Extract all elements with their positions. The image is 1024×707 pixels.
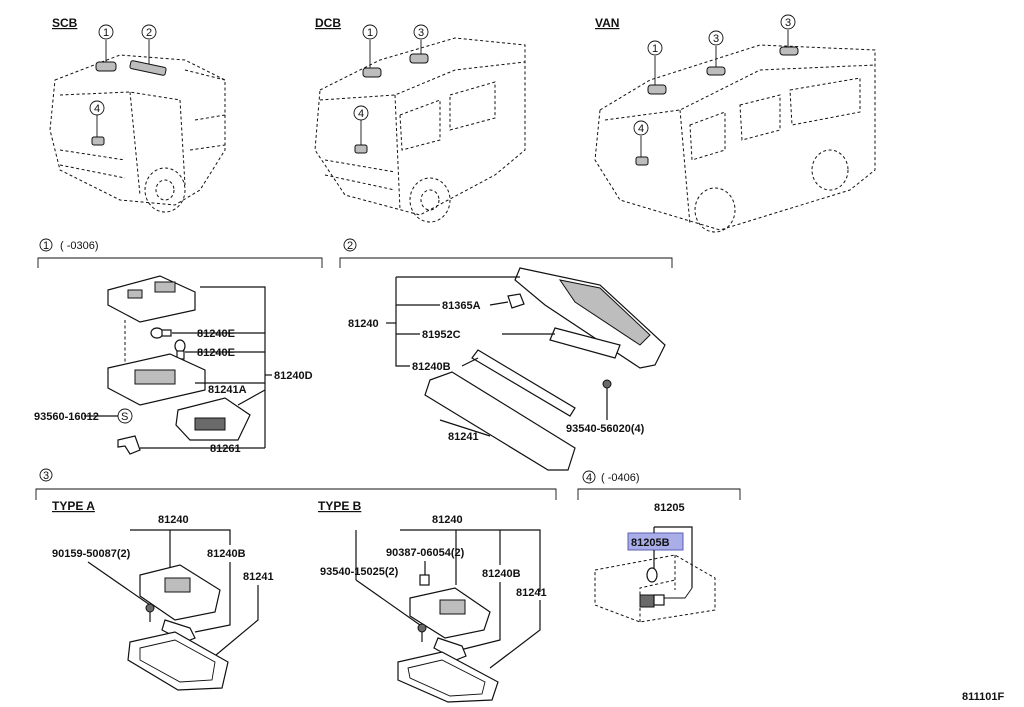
part-label-81205: 81205 [654,502,685,514]
callout-2-icon: 2 [141,24,157,40]
section-3: 3 TYPE A 81240 90159-50087(2) 81240B 812… [35,468,557,703]
vehicle-scb: SCB 1 2 4 [49,16,226,213]
screw-icon [602,379,612,420]
part-label-81240D: 81240D [274,370,313,382]
svg-text:1: 1 [652,43,658,55]
section-1-range: ( -0306) [60,240,99,252]
part-label-81241: 81241 [243,571,274,583]
callout-1-icon: 1 [98,24,114,40]
svg-text:2: 2 [347,240,353,252]
section-3-marker-icon: 3 [39,468,53,482]
section-2: 2 81240 81365A 81952C 81240B 81241 93540… [339,238,673,471]
part-label-81952C: 81952C [422,329,461,341]
section-1: 1 ( -0306) S 81240E 81240E 81240D 81241A… [34,238,323,455]
screw-icon [145,603,155,622]
part-label-81261: 81261 [210,443,241,455]
bulb-icon [646,567,658,583]
part-label-81240E: 81240E [197,347,235,359]
part-label-90159-50087: 90159-50087(2) [52,548,131,560]
section-4-range: ( -0406) [601,472,640,484]
part-label-81241: 81241 [516,587,547,599]
callout-3-icon: 3 [413,24,429,40]
svg-text:4: 4 [94,103,100,115]
part-label-81240: 81240 [432,514,463,526]
callout-3-icon: 3 [780,14,796,30]
part-label-81240B: 81240B [207,548,246,560]
part-label-81365A: 81365A [442,300,481,312]
type-b-title: TYPE B [318,499,362,513]
svg-text:4: 4 [586,472,592,484]
svg-text:4: 4 [638,123,644,135]
part-label-93540-56020: 93540-56020(4) [566,423,645,435]
section-4: 4 ( -0406) 81205 81205B [577,470,741,623]
part-label-81240E: 81240E [197,328,235,340]
variant-label-dcb: DCB [315,16,341,30]
bulb-icon [433,637,467,661]
part-label-93540-15025: 93540-15025(2) [320,566,399,578]
variant-label-van: VAN [595,16,619,30]
svg-text:3: 3 [43,470,49,482]
svg-text:4: 4 [358,108,364,120]
svg-text:3: 3 [785,17,791,29]
svg-text:3: 3 [418,27,424,39]
type-a: TYPE A 81240 90159-50087(2) 81240B 81241 [52,499,274,691]
part-label-90387-06054: 90387-06054(2) [386,547,465,559]
callout-4-icon: 4 [89,100,105,116]
svg-text:3: 3 [713,33,719,45]
part-label-81241A: 81241A [208,384,247,396]
part-label-81240B: 81240B [482,568,521,580]
spacer-icon [419,574,430,586]
svg-text:2: 2 [146,27,152,39]
callout-4-icon: 4 [633,120,649,136]
socket-icon [639,594,665,608]
callout-4-icon: 4 [353,105,369,121]
bulb-icon [174,339,186,360]
section-1-marker-icon: 1 [39,238,53,252]
clip-icon [507,293,525,309]
type-b: TYPE B 81240 90387-06054(2) 93540-15025(… [318,499,547,703]
part-label-93560-16012: 93560-16012 [34,411,99,423]
vehicle-dcb: DCB 1 3 4 [314,16,526,223]
part-label-81240: 81240 [158,514,189,526]
part-label-81241: 81241 [448,431,479,443]
svg-text:1: 1 [103,27,109,39]
callout-1-icon: 1 [362,24,378,40]
part-label-81240: 81240 [348,318,379,330]
svg-text:1: 1 [367,27,373,39]
screw-icon [417,623,427,642]
section-4-marker-icon: 4 [582,470,596,484]
section-2-marker-icon: 2 [343,238,357,252]
part-label-81240B: 81240B [412,361,451,373]
clip-symbol-icon: S [117,408,133,424]
vehicle-van: VAN 1 3 3 4 [594,14,876,233]
type-a-title: TYPE A [52,499,95,513]
callout-3-icon: 3 [708,30,724,46]
part-label-81205B: 81205B [631,537,670,549]
variant-label-scb: SCB [52,16,78,30]
svg-text:1: 1 [43,240,49,252]
figure-code: 811101F [962,691,1004,703]
callout-1-icon: 1 [647,40,663,56]
highlighted-part-81205B[interactable] [627,532,684,551]
svg-text:S: S [121,411,128,423]
bulb-icon [150,327,172,339]
